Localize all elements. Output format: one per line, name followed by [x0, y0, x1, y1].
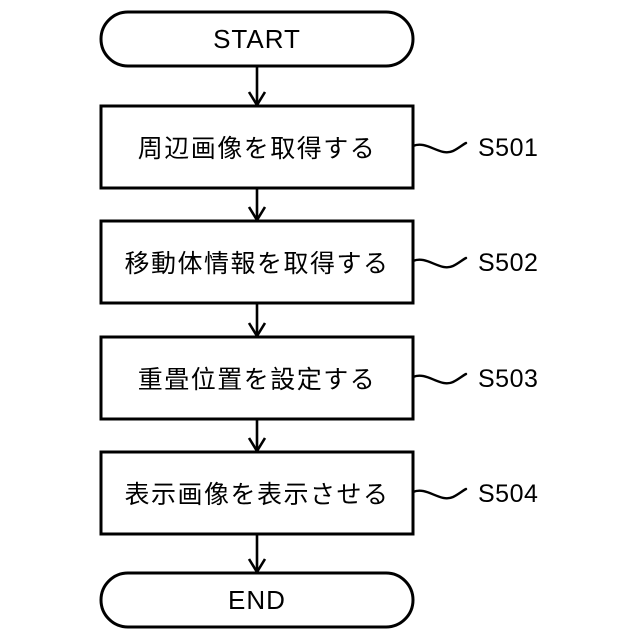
leader-line-s503	[411, 372, 468, 385]
leader-line-s504	[411, 487, 468, 500]
node-s502-shape	[99, 219, 415, 305]
step-label-s502: S502	[478, 249, 539, 277]
node-start-shape	[99, 10, 415, 68]
step-label-s503: S503	[478, 365, 539, 393]
node-s504-shape	[99, 450, 415, 536]
step-label-s501: S501	[478, 134, 539, 162]
arrow-s501-s502	[247, 188, 267, 223]
leader-line-s501	[411, 141, 468, 154]
leader-line-s502	[411, 256, 468, 269]
arrow-s503-s504	[247, 419, 267, 454]
arrow-s502-s503	[247, 303, 267, 339]
arrow-s504-end	[247, 534, 267, 575]
step-label-s504: S504	[478, 480, 539, 508]
arrow-start-s501	[247, 66, 267, 108]
node-s503-shape	[99, 335, 415, 421]
node-s501-shape	[99, 104, 415, 190]
node-end-shape	[99, 571, 415, 629]
